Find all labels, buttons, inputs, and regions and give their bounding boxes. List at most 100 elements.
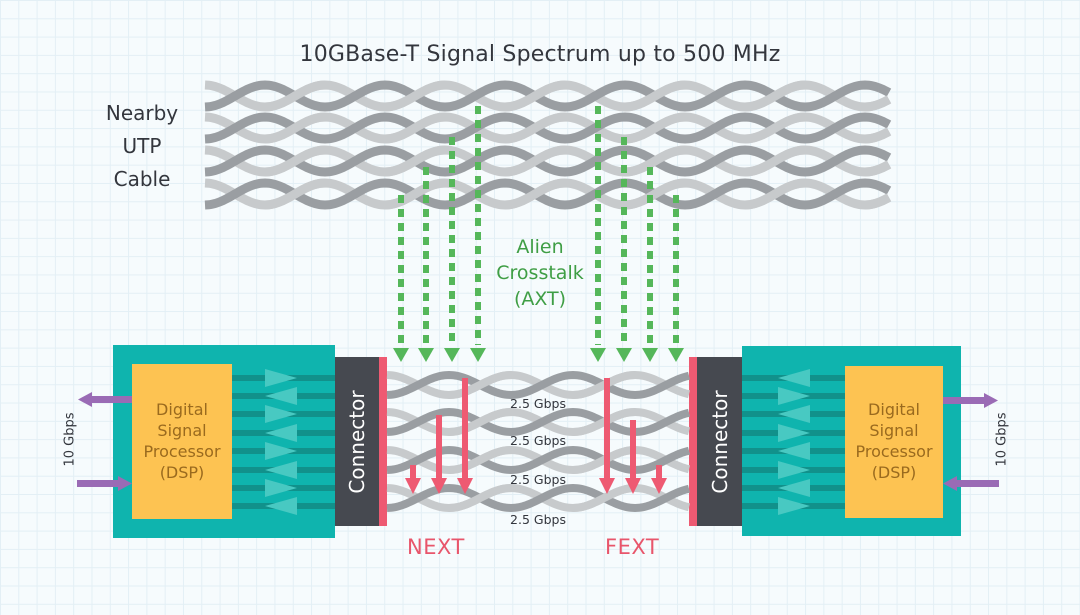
- left-dsp-label: Digital Signal Processor (DSP): [132, 399, 232, 483]
- left-lanes: [232, 369, 335, 515]
- wire-light-over: [264, 80, 326, 112]
- wire-light-over: [624, 112, 686, 144]
- wire-light-over: [744, 145, 806, 177]
- left-connector: [335, 357, 379, 526]
- amplifier-triangle-8: [778, 497, 810, 515]
- wire-light-over: [264, 112, 326, 144]
- left-dsp-line-1: Digital: [156, 400, 208, 419]
- main-pair-4: [386, 483, 690, 513]
- amplifier-triangle-3: [778, 405, 810, 423]
- axt-arrowhead-4: [470, 348, 486, 362]
- crosstalk-shaft-3: [462, 378, 468, 478]
- main-pair-3: [386, 445, 690, 475]
- crosstalk-arrowhead-6: [651, 478, 667, 494]
- pair-rate-1: 2.5 Gbps: [510, 396, 566, 411]
- nearby-line-2: UTP: [122, 134, 162, 158]
- left-dsp-line-4: (DSP): [159, 463, 205, 482]
- left-connector-edge: [379, 357, 387, 526]
- wire-light-over: [744, 112, 806, 144]
- axt-arrowhead-3: [444, 348, 460, 362]
- nearby-line-3: Cable: [113, 167, 171, 191]
- nearby-pair-4: [204, 178, 892, 210]
- amplifier-triangle-5: [265, 442, 297, 460]
- wire-dark: [386, 407, 690, 437]
- wire-light-over: [384, 145, 446, 177]
- wire-light-over: [864, 95, 892, 112]
- amplifier-triangle-7: [265, 479, 297, 497]
- amplifier-triangle-1: [778, 369, 810, 387]
- amplifier-triangle-4: [778, 424, 810, 442]
- amplifier-triangle-6: [265, 461, 297, 479]
- nearby-pair-1: [204, 80, 892, 112]
- crosstalk-shaft-1: [410, 465, 416, 478]
- left-dsp-line-3: Processor: [143, 442, 221, 461]
- wire-light-over: [624, 145, 686, 177]
- left-rate-label: 10 Gbps: [62, 412, 78, 467]
- wire-light-over: [448, 446, 512, 474]
- amplifier-triangle-8: [265, 497, 297, 515]
- right-dsp-line-1: Digital: [868, 400, 920, 419]
- pair-rate-3: 2.5 Gbps: [510, 472, 566, 487]
- amplifier-triangle-3: [265, 405, 297, 423]
- wire-light-over: [384, 80, 446, 112]
- right-connector-label: Connector: [708, 390, 732, 494]
- wire-light-over: [384, 178, 446, 210]
- wire-light-over: [864, 127, 892, 144]
- main-pair-1: [386, 370, 690, 400]
- nearby-utp-cable: [204, 80, 892, 210]
- axt-arrowhead-8: [668, 348, 684, 362]
- right-connector: [697, 357, 742, 526]
- axt-arrowhead-1: [393, 348, 409, 362]
- wire-light-over: [448, 371, 512, 399]
- amplifier-triangle-2: [778, 387, 810, 405]
- wire-light-over: [504, 178, 566, 210]
- alien-line-3: (AXT): [513, 288, 567, 310]
- crosstalk-shaft-2: [436, 415, 442, 478]
- wire-light-over: [504, 112, 566, 144]
- amplifier-triangle-1: [265, 369, 297, 387]
- wire-light-over: [624, 80, 686, 112]
- wire-light-over: [448, 408, 512, 436]
- left-transceiver: [77, 345, 335, 538]
- right-dsp-line-4: (DSP): [871, 463, 917, 482]
- crosstalk-arrowhead-2: [431, 478, 447, 494]
- crosstalk-shaft-4: [604, 378, 610, 478]
- wire-light-over: [624, 178, 686, 210]
- fext-label: FEXT: [605, 535, 660, 559]
- right-dsp-label: Digital Signal Processor (DSP): [844, 399, 944, 483]
- wire-light-over: [264, 145, 326, 177]
- right-transceiver: [742, 346, 999, 536]
- nearby-line-1: Nearby: [105, 101, 179, 125]
- wire-light-over: [744, 178, 806, 210]
- wire-light-over: [448, 484, 512, 512]
- pair-rate-2: 2.5 Gbps: [510, 433, 566, 448]
- wire-light-over: [504, 80, 566, 112]
- amplifier-triangle-7: [778, 479, 810, 497]
- nearby-pair-2: [204, 112, 892, 144]
- left-input-arrow[interactable]: [77, 476, 132, 491]
- nearby-cable-label: Nearby UTP Cable: [92, 97, 192, 196]
- crosstalk-arrowhead-3: [457, 478, 473, 494]
- main-pair-2: [386, 407, 690, 437]
- alien-crosstalk-label: Alien Crosstalk (AXT): [470, 234, 610, 312]
- left-output-arrow[interactable]: [78, 392, 132, 407]
- axt-arrowhead-6: [616, 348, 632, 362]
- alien-line-1: Alien: [516, 236, 564, 258]
- wire-light-over: [864, 160, 892, 177]
- right-dsp-line-2: Signal: [869, 421, 919, 440]
- wire-light-over: [744, 80, 806, 112]
- amplifier-triangle-6: [778, 461, 810, 479]
- nearby-pair-3: [204, 145, 892, 177]
- right-input-arrow[interactable]: [943, 476, 999, 491]
- crosstalk-shaft-6: [656, 465, 662, 478]
- left-dsp-box: [132, 364, 232, 519]
- axt-arrowhead-5: [590, 348, 606, 362]
- diagram-title: 10GBase-T Signal Spectrum up to 500 MHz: [299, 42, 781, 67]
- alien-crosstalk-arrows: [393, 106, 684, 362]
- right-lanes: [742, 369, 845, 515]
- axt-arrowhead-7: [642, 348, 658, 362]
- crosstalk-shaft-5: [630, 420, 636, 478]
- right-output-arrow[interactable]: [943, 393, 998, 408]
- crosstalk-arrows: [405, 378, 667, 494]
- pair-rate-4: 2.5 Gbps: [510, 512, 566, 527]
